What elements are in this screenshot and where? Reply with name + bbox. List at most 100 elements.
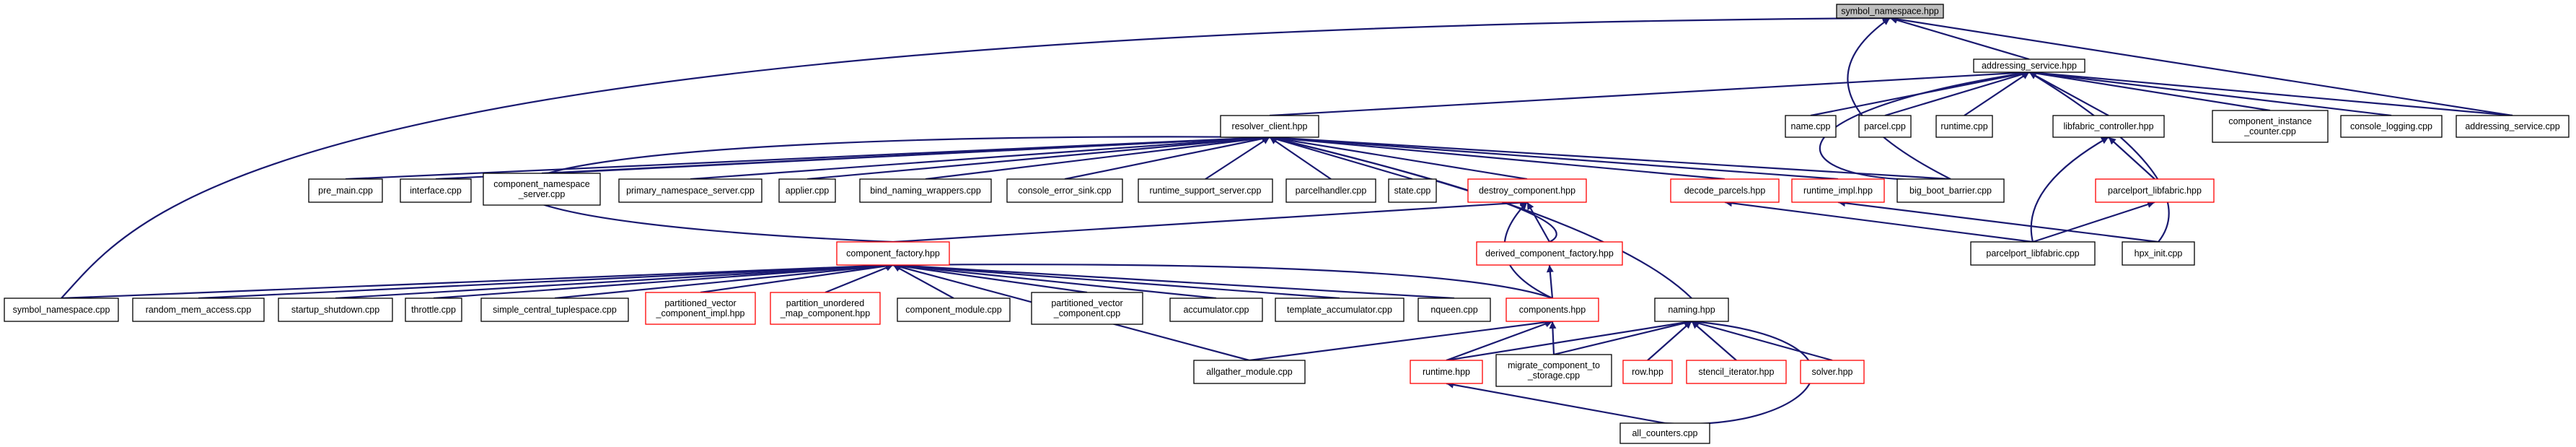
node-addressing_service_hpp[interactable]: addressing_service.hpp <box>1973 58 2085 73</box>
node-symbol_namespace_hpp[interactable]: symbol_namespace.hpp <box>1836 4 1944 19</box>
node-box <box>1670 178 1780 203</box>
edge-console_logging_cpp-includes-addressing_service_hpp <box>2028 69 2392 117</box>
edge-state_cpp-includes-resolver_client_hpp <box>1269 136 1413 181</box>
node-accumulator_cpp[interactable]: accumulator.cpp <box>1169 298 1263 322</box>
node-parcelport_libfabric_hpp[interactable]: parcelport_libfabric.hpp <box>2095 178 2215 203</box>
node-label: accumulator.cpp <box>1183 305 1249 315</box>
node-label: throttle.cpp <box>411 305 456 315</box>
edge-parcelport_libfabric_cpp-includes-libfabric_controller_hpp <box>2030 136 2109 243</box>
node-component_module_cpp[interactable]: component_module.cpp <box>897 298 1011 322</box>
node-box <box>400 178 472 203</box>
node-addressing_service_cpp[interactable]: addressing_service.cpp <box>2456 115 2570 138</box>
edge-symbol_namespace_cpp-includes-component_factory_hpp <box>61 261 894 300</box>
node-throttle_cpp[interactable]: throttle.cpp <box>405 298 462 322</box>
node-component_namespace_server_cpp[interactable]: component_namespace_server.cpp <box>483 173 601 206</box>
node-box <box>1935 115 1993 138</box>
node-box <box>1006 178 1123 203</box>
node-hpx_init_cpp[interactable]: hpx_init.cpp <box>2122 241 2195 266</box>
edge-layer <box>61 14 2513 425</box>
node-nqueen_cpp[interactable]: nqueen.cpp <box>1417 298 1491 322</box>
node-simple_central_tuplespace_cpp[interactable]: simple_central_tuplespace.cpp <box>480 298 629 322</box>
node-box <box>1495 354 1612 387</box>
node-label: component_instance <box>2228 116 2311 126</box>
edge-big_boot_barrier_cpp-includes-symbol_namespace_hpp <box>1847 17 1951 180</box>
node-startup_shutdown_cpp[interactable]: startup_shutdown.cpp <box>278 298 393 322</box>
node-box <box>778 178 836 203</box>
node-console_logging_cpp[interactable]: console_logging.cpp <box>2340 115 2443 138</box>
node-label: runtime.hpp <box>1423 367 1470 377</box>
edge-destroy_component_hpp-includes-resolver_client_hpp <box>1269 134 1528 181</box>
node-label: solver.hpp <box>1812 367 1853 377</box>
edge-template_accumulator_cpp-includes-component_factory_hpp <box>892 261 1340 300</box>
node-allgather_module_cpp[interactable]: allgather_module.cpp <box>1193 360 1306 384</box>
node-partitioned_vector_component_cpp[interactable]: partitioned_vector_component.cpp <box>1031 292 1143 325</box>
edge-libfabric_controller_hpp-includes-addressing_service_hpp <box>2028 71 2109 116</box>
node-bind_naming_wrappers_cpp[interactable]: bind_naming_wrappers.cpp <box>859 178 992 203</box>
node-partition_unordered_map_component_hpp[interactable]: partition_unordered_map_component.hpp <box>770 292 881 325</box>
node-component_instance_counter_cpp[interactable]: component_instance_counter.cpp <box>2212 110 2329 143</box>
node-destroy_component_hpp[interactable]: destroy_component.hpp <box>1467 178 1587 203</box>
edge-hpx_init_cpp-includes-runtime_impl_hpp <box>1837 199 2159 243</box>
node-box <box>1654 298 1729 322</box>
node-solver_hpp[interactable]: solver.hpp <box>1800 360 1865 384</box>
node-derived_component_factory_hpp[interactable]: derived_component_factory.hpp <box>1476 241 1623 266</box>
node-box <box>1505 298 1599 322</box>
node-box <box>4 298 119 322</box>
node-label: component_module.cpp <box>905 305 1001 315</box>
node-naming_hpp[interactable]: naming.hpp <box>1654 298 1729 322</box>
node-component_factory_hpp[interactable]: component_factory.hpp <box>836 241 950 266</box>
node-parcelhandler_cpp[interactable]: parcelhandler.cpp <box>1285 178 1376 203</box>
node-box <box>859 178 992 203</box>
node-label: big_boot_barrier.cpp <box>1909 186 1992 196</box>
node-template_accumulator_cpp[interactable]: template_accumulator.cpp <box>1275 298 1405 322</box>
node-decode_parcels_hpp[interactable]: decode_parcels.hpp <box>1670 178 1780 203</box>
edge-runtime_hpp-includes-components_hpp <box>1446 320 1553 362</box>
node-pre_main_cpp[interactable]: pre_main.cpp <box>308 178 383 203</box>
node-label: parcel.cpp <box>1864 121 1906 131</box>
node-runtime_hpp[interactable]: runtime.hpp <box>1410 360 1483 384</box>
node-label: startup_shutdown.cpp <box>291 305 379 315</box>
node-box <box>2212 110 2329 143</box>
node-libfabric_controller_hpp[interactable]: libfabric_controller.hpp <box>2052 115 2165 138</box>
node-interface_cpp[interactable]: interface.cpp <box>400 178 472 203</box>
edge-parcel_cpp-includes-addressing_service_hpp <box>1884 71 2030 117</box>
node-runtime_cpp[interactable]: runtime.cpp <box>1935 115 1993 138</box>
node-label: console_logging.cpp <box>2350 121 2432 131</box>
node-applier_cpp[interactable]: applier.cpp <box>778 178 836 203</box>
node-random_mem_access_cpp[interactable]: random_mem_access.cpp <box>132 298 265 322</box>
node-label: _server.cpp <box>518 189 566 199</box>
node-primary_namespace_server_cpp[interactable]: primary_namespace_server.cpp <box>618 178 762 203</box>
edge-addressing_service_cpp-includes-symbol_namespace_hpp <box>1889 15 2513 117</box>
node-name_cpp[interactable]: name.cpp <box>1785 115 1837 138</box>
node-symbol_namespace_cpp[interactable]: symbol_namespace.cpp <box>4 298 119 322</box>
node-label: interface.cpp <box>410 186 462 196</box>
node-parcel_cpp[interactable]: parcel.cpp <box>1858 115 1912 138</box>
edge-big_boot_barrier_cpp-includes-resolver_client_hpp <box>1269 134 1951 181</box>
node-console_error_sink_cpp[interactable]: console_error_sink.cpp <box>1006 178 1123 203</box>
edge-runtime_cpp-includes-addressing_service_hpp <box>1964 71 2030 116</box>
node-box <box>1619 422 1710 444</box>
edge-allgather_module_cpp-includes-components_hpp <box>1249 318 1553 362</box>
node-parcelport_libfabric_cpp[interactable]: parcelport_libfabric.cpp <box>1970 241 2096 266</box>
node-box <box>1388 178 1437 203</box>
edge-runtime_impl_hpp-includes-resolver_client_hpp <box>1269 134 1839 181</box>
node-big_boot_barrier_cpp[interactable]: big_boot_barrier.cpp <box>1896 178 2005 203</box>
node-partitioned_vector_component_impl_hpp[interactable]: partitioned_vector_component_impl.hpp <box>645 292 756 325</box>
node-row_hpp[interactable]: row.hpp <box>1622 360 1673 384</box>
node-state_cpp[interactable]: state.cpp <box>1388 178 1437 203</box>
node-runtime_support_server_cpp[interactable]: runtime_support_server.cpp <box>1138 178 1273 203</box>
edge-resolver_client_hpp-includes-addressing_service_hpp <box>1269 69 2030 117</box>
node-runtime_impl_hpp[interactable]: runtime_impl.hpp <box>1791 178 1885 203</box>
node-resolver_client_hpp[interactable]: resolver_client.hpp <box>1220 115 1319 138</box>
node-all_counters_cpp[interactable]: all_counters.cpp <box>1619 422 1710 444</box>
node-box <box>2052 115 2165 138</box>
node-label: addressing_service.cpp <box>2465 121 2559 131</box>
node-label: addressing_service.hpp <box>1982 61 2077 71</box>
node-box <box>2456 115 2570 138</box>
edge-runtime_hpp-includes-naming_hpp <box>1446 318 1692 362</box>
node-components_hpp[interactable]: components.hpp <box>1505 298 1599 322</box>
edge-partition_unordered_map_component_hpp-includes-component_factory_hpp <box>825 264 894 294</box>
node-migrate_component_to_storage_cpp[interactable]: migrate_component_to_storage.cpp <box>1495 354 1612 387</box>
node-label: _map_component.hpp <box>780 308 870 318</box>
node-stencil_iterator_hpp[interactable]: stencil_iterator.hpp <box>1686 360 1787 384</box>
